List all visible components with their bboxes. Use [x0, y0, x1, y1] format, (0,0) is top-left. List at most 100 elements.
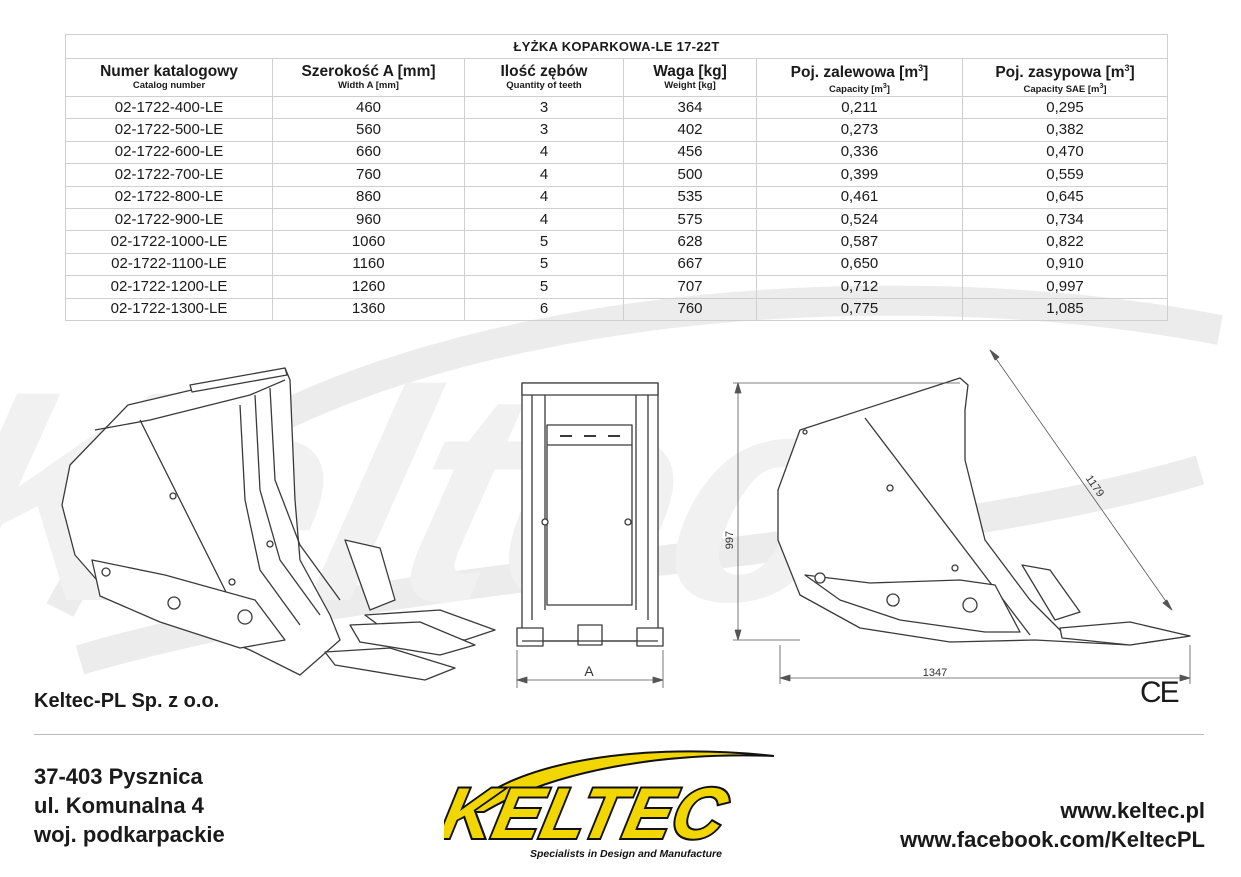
facebook-link[interactable]: www.facebook.com/KeltecPL: [900, 827, 1205, 852]
table-cell: 4: [464, 163, 624, 187]
website-link[interactable]: www.keltec.pl: [1060, 798, 1205, 823]
table-cell: 460: [272, 95, 465, 120]
column-header-pl: Poj. zasypowa [m3]: [995, 62, 1135, 81]
address-line: woj. podkarpackie: [34, 822, 225, 847]
width-dimension-label: A: [584, 663, 594, 679]
column-header-en: Width A [mm]: [338, 80, 399, 91]
company-name: Keltec-PL Sp. z o.o.: [34, 690, 220, 712]
column-header-en: Capacity SAE [m3]: [1023, 83, 1107, 96]
table-cell: 1360: [272, 297, 465, 321]
bucket-isometric-view: [61, 367, 496, 681]
table-cell: 0,712: [756, 275, 963, 299]
table-cell: 364: [623, 95, 757, 120]
table-cell: 0,587: [756, 230, 963, 254]
table-cell: 02-1722-600-LE: [65, 140, 273, 165]
column-header-pl: Waga [kg]: [653, 63, 727, 80]
bucket-front-view: [516, 382, 664, 647]
table-cell: 0,399: [756, 163, 963, 187]
table-cell: 500: [623, 163, 757, 187]
table-cell: 0,211: [756, 95, 963, 120]
column-header-en: Weight [kg]: [664, 80, 716, 91]
table-cell: 667: [623, 252, 757, 277]
column-header-en: Capacity [m3]: [829, 83, 890, 96]
table-cell: 02-1722-800-LE: [65, 185, 273, 209]
table-cell: 0,775: [756, 297, 963, 321]
table-cell: 02-1722-700-LE: [65, 163, 273, 187]
table-cell: 02-1722-400-LE: [65, 95, 273, 120]
table-cell: 0,461: [756, 185, 963, 209]
ce-mark: CE: [1140, 676, 1180, 709]
table-cell: 02-1722-1200-LE: [65, 275, 273, 299]
column-header-pl: Szerokość A [mm]: [301, 63, 436, 80]
table-cell: 628: [623, 230, 757, 254]
table-cell: 0,650: [756, 252, 963, 277]
table-cell: 0,382: [961, 118, 1169, 142]
address-line: 37-403 Pysznica: [34, 764, 203, 789]
contact-links: www.keltec.pl www.facebook.com/KeltecPL: [900, 796, 1205, 854]
table-cell: 1160: [272, 252, 465, 277]
table-cell: 0,559: [961, 163, 1169, 187]
table-cell: 575: [623, 207, 757, 232]
table-cell: 760: [623, 297, 757, 321]
column-header-en: Catalog number: [132, 80, 206, 91]
logo-tagline: Specialists in Design and Manufacture: [530, 848, 722, 860]
table-cell: 1060: [272, 230, 465, 254]
table-cell: 02-1722-1000-LE: [65, 230, 273, 254]
column-header-pl: Numer katalogowy: [100, 63, 238, 80]
bucket-side-view: [777, 377, 1191, 646]
table-cell: 4: [464, 140, 624, 165]
table-cell: 5: [464, 252, 624, 277]
table-cell: 0,997: [961, 275, 1169, 299]
keltec-logo: KELTEC Specialists in Design and Manufac…: [444, 750, 775, 860]
table-cell: 0,910: [961, 252, 1169, 277]
table-cell: 402: [623, 118, 757, 142]
table-cell: 0,524: [756, 207, 963, 232]
table-cell: 4: [464, 207, 624, 232]
table-cell: 1260: [272, 275, 465, 299]
table-title: ŁYŻKA KOPARKOWA-LE 17-22T: [64, 34, 1169, 59]
address-block: 37-403 Pysznica ul. Komunalna 4 woj. pod…: [34, 762, 225, 849]
table-cell: 3: [464, 118, 624, 142]
diagonal-dimension-label: 1179: [1083, 473, 1106, 499]
table-cell: 4: [464, 185, 624, 209]
table-cell: 02-1722-1300-LE: [65, 297, 273, 321]
column-header: Poj. zalewowa [m3]Capacity [m3]: [756, 58, 963, 97]
table-cell: 6: [464, 297, 624, 321]
logo-text: KELTEC: [444, 774, 735, 854]
table-cell: 0,645: [961, 185, 1169, 209]
table-cell: 5: [464, 230, 624, 254]
divider: [34, 734, 1204, 735]
length-dimension-label: 1347: [923, 667, 947, 679]
table-cell: 860: [272, 185, 465, 209]
table-cell: 535: [623, 185, 757, 209]
bucket-technical-drawings: A 997 1179 1347: [61, 349, 1191, 688]
table-cell: 02-1722-900-LE: [65, 207, 273, 232]
table-cell: 456: [623, 140, 757, 165]
table-cell: 960: [272, 207, 465, 232]
column-header: Waga [kg]Weight [kg]: [623, 58, 757, 97]
column-header: Szerokość A [mm]Width A [mm]: [272, 58, 465, 97]
table-cell: 0,734: [961, 207, 1169, 232]
column-header-pl: Ilość zębów: [500, 63, 588, 80]
table-cell: 560: [272, 118, 465, 142]
column-header-en: Quantity of teeth: [506, 80, 582, 91]
table-cell: 0,336: [756, 140, 963, 165]
table-cell: 0,273: [756, 118, 963, 142]
table-cell: 5: [464, 275, 624, 299]
table-cell: 660: [272, 140, 465, 165]
table-cell: 760: [272, 163, 465, 187]
table-cell: 1,085: [961, 297, 1169, 321]
table-cell: 707: [623, 275, 757, 299]
